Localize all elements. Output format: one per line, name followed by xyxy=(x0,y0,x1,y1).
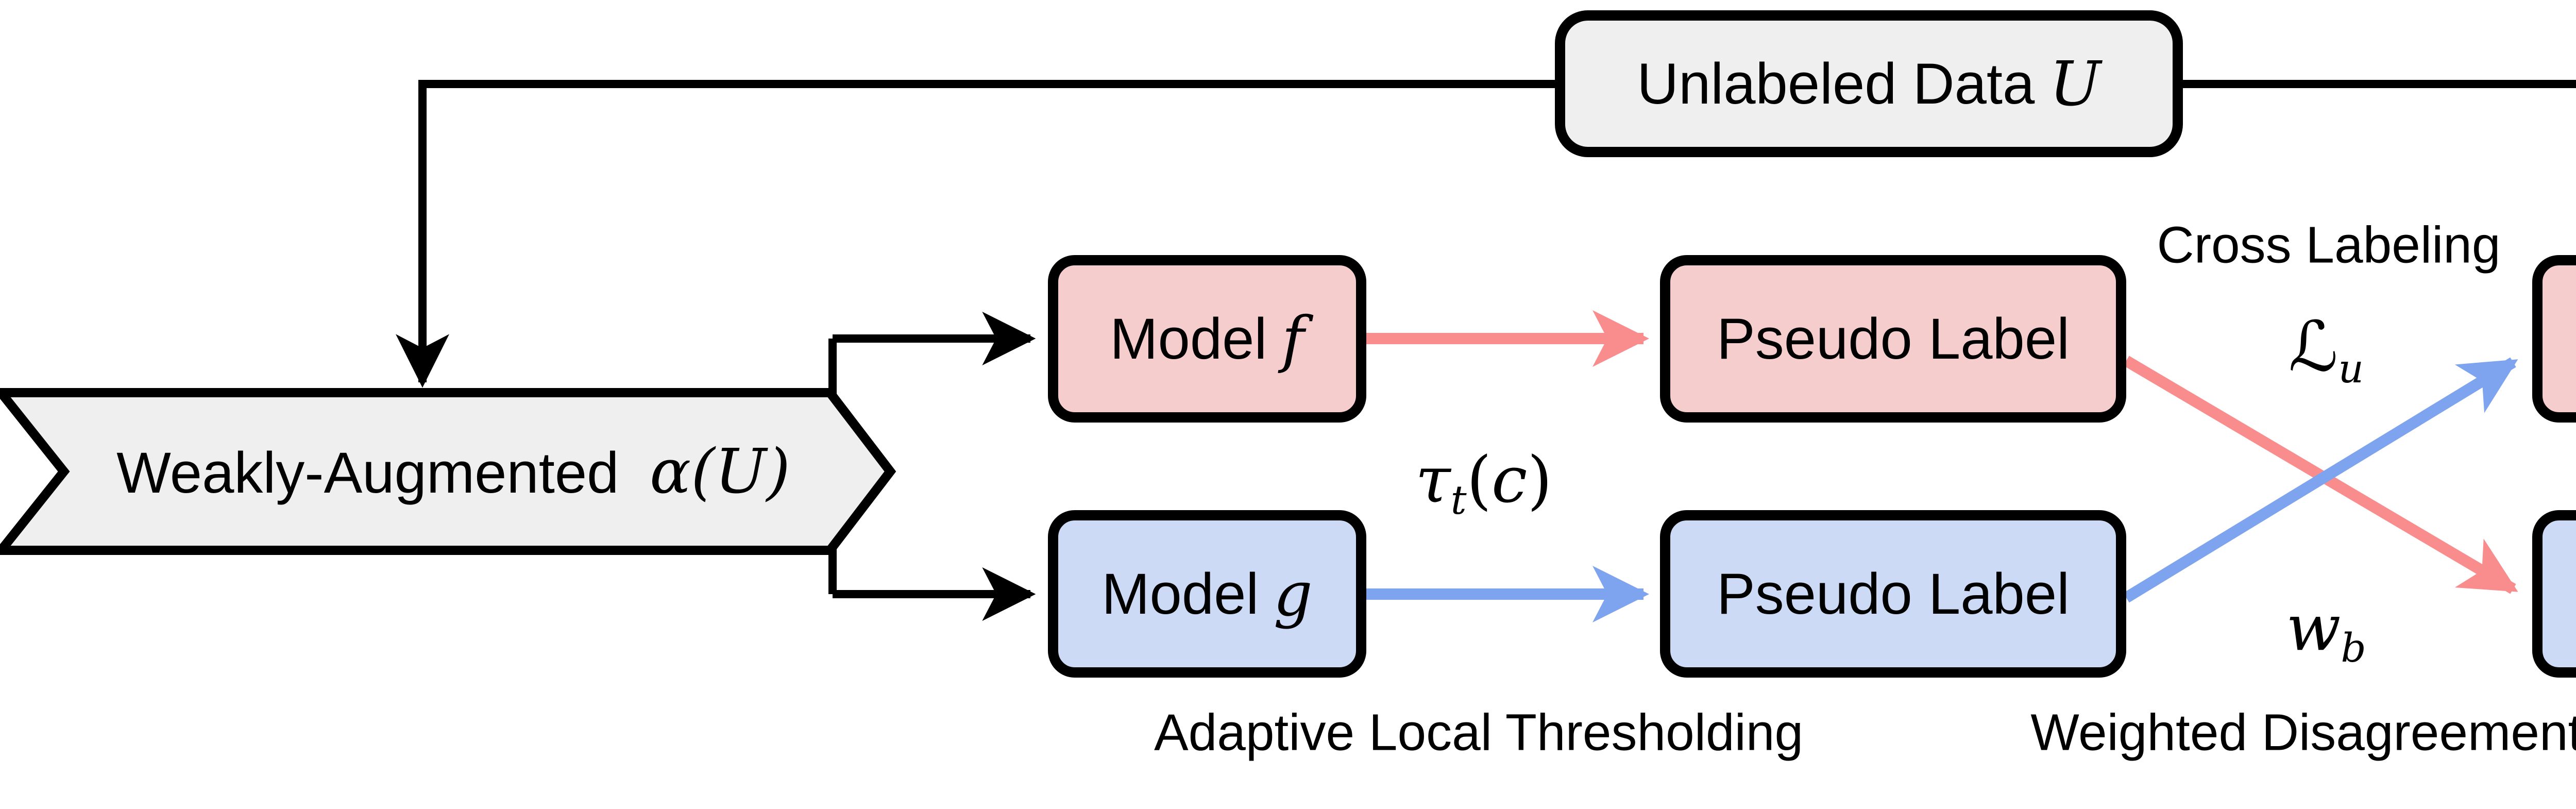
caption-weighted-disagreement-update: Weighted Disagreement Update xyxy=(2030,703,2576,762)
weakly-augmented-label: Weakly-Augmented α(U) xyxy=(116,436,790,507)
banner-weakly-augmented xyxy=(0,388,896,555)
weight-main-glyph: w xyxy=(2286,591,2341,665)
tau-glyph: τ xyxy=(1415,443,1451,517)
weakly-augmented-text: Weakly-Augmented xyxy=(116,441,619,505)
tau-close-paren: ) xyxy=(1527,443,1552,517)
adaptive-threshold-symbol: τt(c) xyxy=(1415,443,1552,524)
unsupervised-loss-symbol: ℒu xyxy=(2289,307,2364,392)
weight-subscript: b xyxy=(2341,626,2366,672)
node-unlabeled-data: Unlabeled Data U xyxy=(1555,10,2183,157)
arrow-unlabeled-to-weak xyxy=(396,80,1555,388)
node-model-f-left: Model f xyxy=(1048,255,1366,423)
tau-argument: c xyxy=(1492,443,1528,517)
node-model-g-left: Model g xyxy=(1048,510,1366,678)
tau-open-paren: ( xyxy=(1466,443,1492,517)
node-model-g-right: Model g xyxy=(2532,510,2576,678)
model-g-left-label: Model xyxy=(1101,562,1259,626)
tau-subscript: t xyxy=(1450,478,1467,524)
node-pseudo-label-bottom: Pseudo Label xyxy=(1660,510,2126,678)
model-g-left-math-symbol: g xyxy=(1273,558,1313,630)
disagreement-weight-symbol: wb xyxy=(2286,591,2366,671)
model-f-left-label: Model xyxy=(1110,307,1267,371)
caption-adaptive-local-thresholding: Adaptive Local Thresholding xyxy=(1154,703,1804,762)
node-model-f-right: Model f xyxy=(2532,255,2576,423)
loss-main-glyph: ℒ xyxy=(2289,306,2338,387)
pseudo-label-top-label: Pseudo Label xyxy=(1716,307,2070,371)
pseudo-label-bottom-label: Pseudo Label xyxy=(1716,562,2070,626)
node-pseudo-label-top: Pseudo Label xyxy=(1660,255,2126,423)
unlabeled-data-math-symbol: U xyxy=(2049,48,2101,120)
cross-labeling-title: Cross Labeling xyxy=(2157,216,2501,274)
loss-subscript: u xyxy=(2338,346,2364,393)
model-f-left-math-symbol: f xyxy=(1281,303,1304,375)
arrow-cross-pseudo-g-to-model-f xyxy=(2123,357,2518,603)
weakly-augmented-math: α(U) xyxy=(650,436,790,507)
unlabeled-data-label: Unlabeled Data xyxy=(1637,52,2035,116)
